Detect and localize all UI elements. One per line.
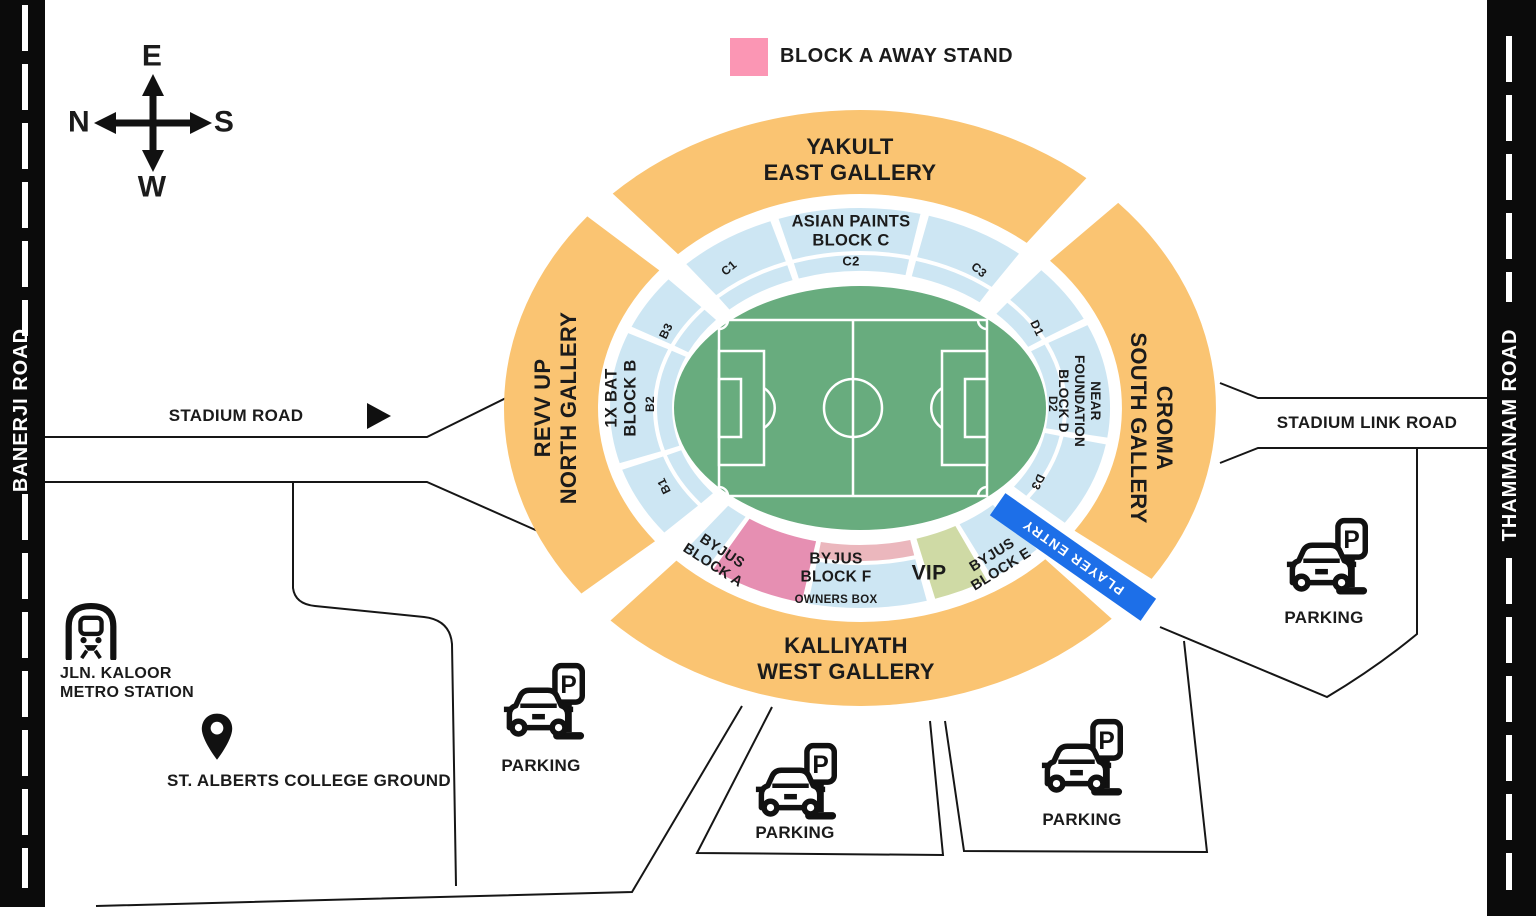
stadium-road-label: STADIUM ROAD	[168, 405, 304, 425]
sector-b3-outer	[631, 279, 702, 345]
football-pitch	[674, 286, 1046, 530]
legend-away-stand-label: BLOCK A AWAY STAND	[780, 45, 1014, 68]
label-block-c: ASIAN PAINTS BLOCK C	[791, 212, 911, 250]
compass-west: W	[137, 170, 167, 204]
compass-icon	[94, 74, 212, 172]
sector-owners-box	[817, 540, 915, 562]
sector-east-gallery	[612, 110, 1087, 255]
parking-icon	[1283, 517, 1371, 599]
sector-c1-outer	[686, 221, 786, 296]
compass-east: E	[141, 39, 163, 73]
parking-label: PARKING	[1042, 809, 1122, 829]
sector-b1-outer	[622, 456, 698, 533]
label-section-b2: B2	[642, 396, 657, 412]
label-east-gallery: YAKULT EAST GALLERY	[763, 134, 937, 185]
sector-section-b3	[674, 309, 716, 353]
sector-section-b2	[657, 350, 686, 451]
sector-section-d2	[1031, 344, 1064, 431]
sector-block-b	[610, 333, 669, 464]
metro-station-label: JLN. KALOOR METRO STATION	[60, 665, 194, 701]
metro-station-icon	[60, 598, 122, 660]
sector-north-gallery	[503, 216, 660, 594]
sector-c3-outer	[917, 215, 1019, 287]
sector-vip	[916, 526, 987, 599]
sector-section-c3	[911, 260, 990, 303]
label-owners-box: OWNERS BOX	[794, 594, 878, 607]
compass-south: S	[213, 105, 235, 139]
label-vip: VIP	[911, 561, 947, 585]
parking-icon	[1038, 718, 1126, 800]
sector-section-c1	[719, 265, 793, 310]
sector-block-f	[808, 559, 927, 608]
parking-label: PARKING	[755, 822, 835, 842]
label-section-c2: C2	[842, 253, 860, 269]
sector-section-b1	[666, 450, 713, 504]
sector-block-a	[713, 518, 817, 603]
stadium-rings	[503, 110, 1216, 706]
college-ground-label: ST. ALBERTS COLLEGE GROUND	[167, 770, 451, 790]
legend-away-stand-swatch	[730, 38, 768, 76]
college-ground-pin-icon	[198, 710, 236, 764]
sector-section-d3	[1014, 433, 1060, 496]
sector-d1-outer	[1010, 270, 1084, 338]
thammanam-road-label: THAMMANAM ROAD	[1499, 328, 1522, 542]
parking-icon	[752, 742, 840, 824]
parking-label: PARKING	[1284, 607, 1364, 627]
parking-label: PARKING	[501, 755, 581, 775]
label-section-d2: D2	[1046, 396, 1061, 412]
parking-icon	[500, 662, 588, 744]
label-north-gallery: REVV UP NORTH GALLERY	[530, 311, 581, 505]
sector-block-c	[778, 207, 921, 260]
sector-west-gallery	[610, 559, 1112, 706]
sector-south-gallery	[1050, 202, 1216, 579]
label-block-b: 1X BAT BLOCK B	[602, 359, 640, 437]
label-block-f: BYJUS BLOCK F	[800, 550, 872, 586]
stadium-link-road-label: STADIUM LINK ROAD	[1276, 412, 1458, 432]
banerji-road-label: BANERJI ROAD	[10, 327, 33, 493]
stadium-road-arrow	[367, 403, 391, 429]
sector-block-d	[1048, 325, 1111, 438]
sector-block-e	[959, 504, 1037, 578]
compass-north: N	[68, 105, 90, 139]
label-west-gallery: KALLIYATH WEST GALLERY	[757, 633, 935, 684]
sector-d3-outer	[1029, 436, 1106, 523]
sector-section-d1	[996, 302, 1042, 347]
sector-section-c2	[793, 254, 910, 279]
label-south-gallery: CROMA SOUTH GALLERY	[1126, 332, 1177, 524]
label-block-d: NEAR FOUNDATION BLOCK D	[1056, 355, 1103, 447]
sector-a-edge	[684, 505, 746, 567]
